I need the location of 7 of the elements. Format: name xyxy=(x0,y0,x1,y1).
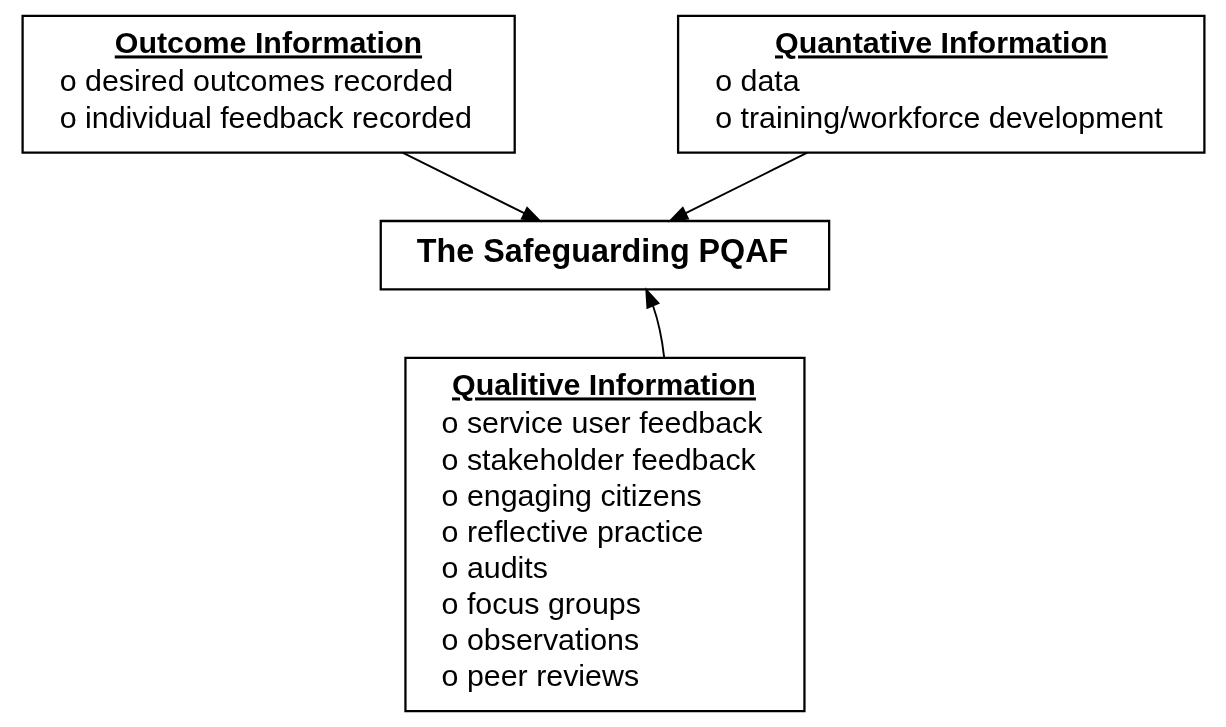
node-box: Qualitive Information o service user feedback o stakeholder feedback o engaging citizens o reflective practice o audits o focus groups o observations o peer reviews xyxy=(403,356,806,713)
arrow xyxy=(667,151,808,223)
node-box: The Safeguarding PQAF xyxy=(379,219,830,291)
arrow xyxy=(401,151,542,223)
node-box: Quantative Information o data o training/workforce development xyxy=(676,14,1206,154)
arrow xyxy=(644,287,665,359)
node-box: Outcome Information o desired outcomes recorded o individual feedback recorded xyxy=(20,14,516,154)
